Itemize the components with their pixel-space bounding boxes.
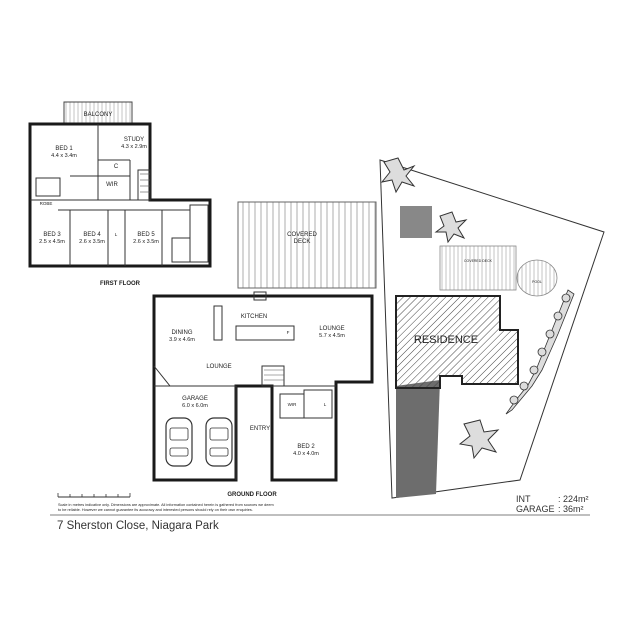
garage-area-value: : 36m²: [558, 504, 584, 514]
covered-deck: [237, 201, 377, 289]
bed4-dimension: 2.6 x 3.5m: [79, 239, 105, 245]
site-deck-label: COVERED DECK: [464, 259, 493, 263]
car-left: [165, 417, 193, 467]
ground-floor-title: GROUND FLOOR: [227, 492, 277, 498]
int-area-value: : 224m²: [558, 494, 589, 504]
linen-label-ground: L: [324, 402, 327, 407]
study-label: STUDY: [124, 137, 144, 143]
int-area-label: INT: [516, 494, 531, 504]
bed3-label: BED 3: [43, 232, 61, 238]
linen-label-first: L: [115, 232, 118, 237]
garage-label: GARAGE: [182, 396, 208, 402]
bed3-dimension: 2.5 x 4.5m: [39, 239, 65, 245]
wir-label-first: WIR: [106, 182, 118, 188]
fridge-label: F: [287, 330, 290, 335]
residence-label: RESIDENCE: [414, 334, 478, 346]
garage-dimension: 6.0 x 6.0m: [182, 403, 208, 409]
driveway: [396, 380, 440, 498]
dining-label: DINING: [172, 330, 193, 336]
covered-deck-label-2: DECK: [294, 239, 311, 245]
car-right: [205, 417, 233, 467]
kitchen-label: KITCHEN: [241, 314, 267, 320]
pool-label: POOL: [532, 280, 542, 284]
study-dimension: 4.3 x 2.9m: [121, 144, 147, 150]
bed5-dimension: 2.6 x 3.5m: [133, 239, 159, 245]
lounge-label: LOUNGE: [206, 364, 231, 370]
site-plan: COVERED DECK POOL RESIDENCE: [379, 157, 605, 499]
ground-floor-plan: COVERED DECK KITCHEN DINING 3.9 x 4.6m L…: [152, 201, 377, 498]
tree-shed: [434, 211, 468, 244]
balcony-label: BALCONY: [84, 112, 113, 118]
bed1-dimension: 4.4 x 3.4m: [51, 153, 77, 159]
dining-dimension: 3.9 x 4.6m: [169, 337, 195, 343]
bed4-label: BED 4: [83, 232, 101, 238]
c-label: C: [114, 164, 119, 170]
entry-label: ENTRY: [250, 426, 270, 432]
garage-area-label: GARAGE: [516, 504, 555, 514]
bed2-label: BED 2: [297, 444, 315, 450]
bed1-label: BED 1: [55, 146, 73, 152]
pool: [516, 259, 558, 297]
residence: [395, 295, 519, 389]
hedge: [505, 289, 575, 415]
property-address: 7 Sherston Close, Niagara Park: [57, 520, 219, 532]
disclaimer-line1: Scale in metres indicative only. Dimensi…: [58, 503, 274, 507]
scale-bar: [57, 493, 131, 498]
tree-top: [380, 157, 416, 194]
wir-label-ground: WIR: [288, 402, 297, 407]
disclaimer-line2: to be reliable. However we cannot guaran…: [58, 508, 253, 512]
bed5-label: BED 5: [137, 232, 155, 238]
shed: [400, 206, 432, 238]
site-covered-deck: [439, 245, 517, 291]
lounge-main-dimension: 5.7 x 4.5m: [319, 333, 345, 339]
first-floor-title: FIRST FLOOR: [100, 281, 141, 287]
bed2-dimension: 4.0 x 4.0m: [293, 451, 319, 457]
first-floor-plan: BALCONY BED 1 4.4 x 3.4m STUDY 4.3 x 2.9…: [28, 101, 212, 287]
tree-bottom: [458, 419, 500, 460]
lounge-main-label: LOUNGE: [319, 326, 344, 332]
covered-deck-label-1: COVERED: [287, 232, 317, 238]
robe-label: ROBE: [40, 201, 53, 206]
